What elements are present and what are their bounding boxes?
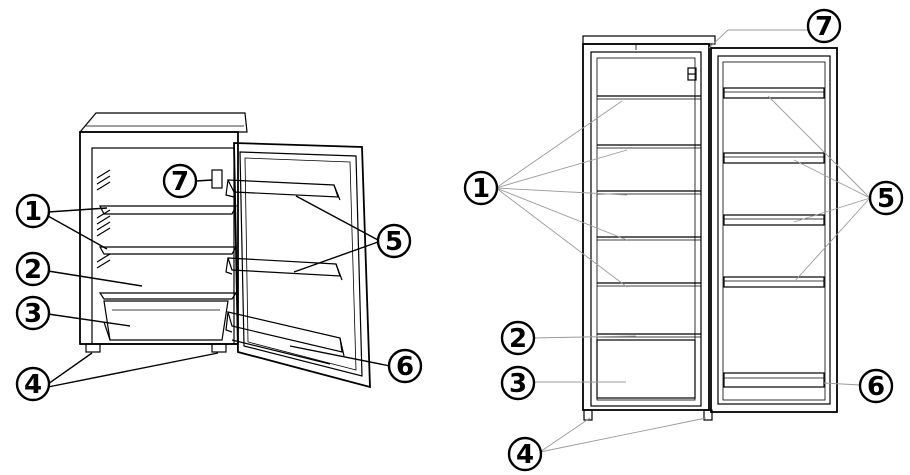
right-callout-3: 3 — [500, 365, 536, 401]
right-door-bins — [723, 87, 825, 388]
left-leader-lines — [47, 179, 391, 388]
left-callout-6: 6 — [387, 348, 423, 384]
left-callout-2-label: 2 — [24, 255, 42, 285]
left-callout-1-label: 1 — [24, 197, 42, 227]
left-callout-3: 3 — [15, 295, 51, 331]
right-callout-4: 4 — [507, 436, 543, 472]
right-callout-5: 5 — [868, 180, 904, 216]
right-callout-7: 7 — [806, 8, 842, 44]
right-leader-lines — [495, 29, 871, 453]
right-callout-1-label: 1 — [472, 174, 490, 204]
right-shelves — [597, 95, 701, 338]
right-callout-3-label: 3 — [509, 369, 527, 399]
left-callout-1: 1 — [15, 193, 51, 229]
left-callout-2: 2 — [15, 251, 51, 287]
right-callout-1: 1 — [463, 170, 499, 206]
left-callout-4-label: 4 — [24, 370, 42, 400]
left-callout-4: 4 — [15, 366, 51, 402]
left-callout-7: 7 — [162, 163, 198, 199]
right-fridge-drawing — [582, 35, 838, 421]
right-callout-7-label: 7 — [815, 12, 833, 42]
right-callout-6-label: 6 — [867, 372, 885, 402]
left-fridge-drawing — [78, 112, 371, 389]
right-callout-6: 6 — [858, 368, 894, 404]
left-callout-7-label: 7 — [171, 167, 189, 197]
right-callout-5-label: 5 — [877, 184, 895, 214]
right-callout-2-label: 2 — [509, 324, 527, 354]
left-callout-5-label: 5 — [385, 227, 403, 257]
left-callout-6-label: 6 — [396, 352, 414, 382]
left-callout-5: 5 — [376, 223, 412, 259]
right-callout-4-label: 4 — [516, 440, 534, 470]
left-callout-3-label: 3 — [24, 299, 42, 329]
right-callout-2: 2 — [500, 320, 536, 356]
